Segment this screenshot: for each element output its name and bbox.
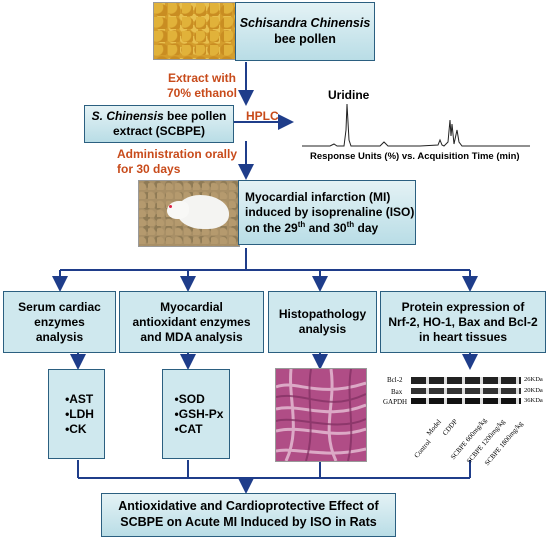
histo-box-line1: Histopathology [278,307,367,321]
histopathology-box: Histopathology analysis [268,291,377,353]
marker-ldh: •LDH [65,406,94,421]
marker-gsh-px: •GSH-Px [174,406,224,421]
extract-box-line1-rest: bee pollen [163,109,227,123]
scbpe-extract-box: S. Chinensis bee pollen extract (SCBPE) [84,105,234,143]
mi-box-line3-post: day [354,220,379,235]
antiox-box-line1: Myocardial [160,299,223,314]
hplc-label: HPLC [246,109,279,123]
protein-expression-box: Protein expression of Nrf-2, HO-1, Bax a… [380,291,546,353]
mi-box-line1: Myocardial infarction (MI) [245,189,391,204]
mi-box-sup2: th [346,219,355,229]
marker-ast: •AST [65,391,94,406]
protein-box-line3: in heart tissues [418,329,508,344]
mi-induction-box: Myocardial infarction (MI) induced by is… [238,180,416,245]
band-bax [411,388,521,394]
antioxidant-enzymes-box: Myocardial antioxidant enzymes and MDA a… [119,291,264,353]
antioxidant-markers-list: •SOD •GSH-Px •CAT [162,369,230,459]
band-gapdh [411,398,521,404]
bee-pollen-box: Schisandra Chinensis bee pollen [235,2,375,61]
size-bcl2: 26KDa [524,376,543,383]
extract-step-label: Extract with 70% ethanol [164,71,240,101]
conclusion-line2: SCBPE on Acute MI Induced by ISO in Rats [120,515,377,529]
bee-pollen-subtitle: bee pollen [274,31,336,46]
antiox-box-line2: antioxidant enzymes [132,314,251,329]
mi-box-line3-pre: on the 29 [245,220,298,235]
marker-sod: •SOD [174,391,205,406]
serum-box-line3: analysis [35,329,84,344]
lane-cddp: CDDP [441,417,460,438]
mi-box-line2: induced by isoprenaline (ISO) [245,204,415,219]
protein-box-line1: Protein expression of [401,299,525,314]
mi-box-line3-mid: and 30 [305,220,347,235]
lane-model: Model [425,417,443,438]
size-gapdh: 36KDa [524,397,543,404]
extract-step-line2: 70% ethanol [166,86,238,100]
uridine-peak-label: Uridine [328,88,370,102]
serum-markers-list: •AST •LDH •CK [48,369,105,459]
band-label-bcl2: Bcl-2 [387,376,403,384]
extract-box-line1: S. Chinensis bee pollen [92,109,227,124]
mi-box-line3: on the 29th and 30th day [245,220,414,236]
size-bax: 20KDa [524,387,543,394]
admin-step-line1: Administration orally [117,147,238,161]
marker-cat: •CAT [174,421,203,436]
histology-image [275,368,367,462]
serum-enzymes-box: Serum cardiac enzymes analysis [3,291,116,353]
hplc-chromatogram [302,103,530,147]
protein-box-line2: Nrf-2, HO-1, Bax and Bcl-2 [388,314,538,329]
band-bcl2 [411,377,521,384]
extract-box-line2: extract (SCBPE) [112,124,206,138]
marker-ck: •CK [65,421,87,436]
bee-pollen-photo [153,2,237,60]
admin-step-line2: for 30 days [117,162,181,176]
antiox-box-line3: and MDA analysis [140,329,243,344]
histo-box-line2: analysis [298,322,347,336]
western-blot: Bcl-2 Bax GAPDH 26KDa 20KDa 36KDa Contro… [383,372,548,467]
conclusion-box: Antioxidative and Cardioprotective Effec… [101,493,396,537]
band-label-gapdh: GAPDH [383,398,408,406]
serum-box-line2: enzymes [34,314,85,329]
band-label-bax: Bax [391,388,403,396]
admin-step-label: Administration orally for 30 days [117,147,237,177]
conclusion-line1: Antioxidative and Cardioprotective Effec… [118,499,379,514]
mi-box-sup1: th [297,219,306,229]
serum-box-line1: Serum cardiac [18,299,101,314]
rat-photo [138,180,240,247]
bee-pollen-species: Schisandra Chinensis [239,15,371,30]
hplc-axis-caption: Response Units (%) vs. Acquisition Time … [310,151,520,162]
lane-control: Control [412,438,433,460]
extract-box-italic: S. Chinensis [91,109,164,123]
extract-step-line1: Extract with [167,71,236,85]
